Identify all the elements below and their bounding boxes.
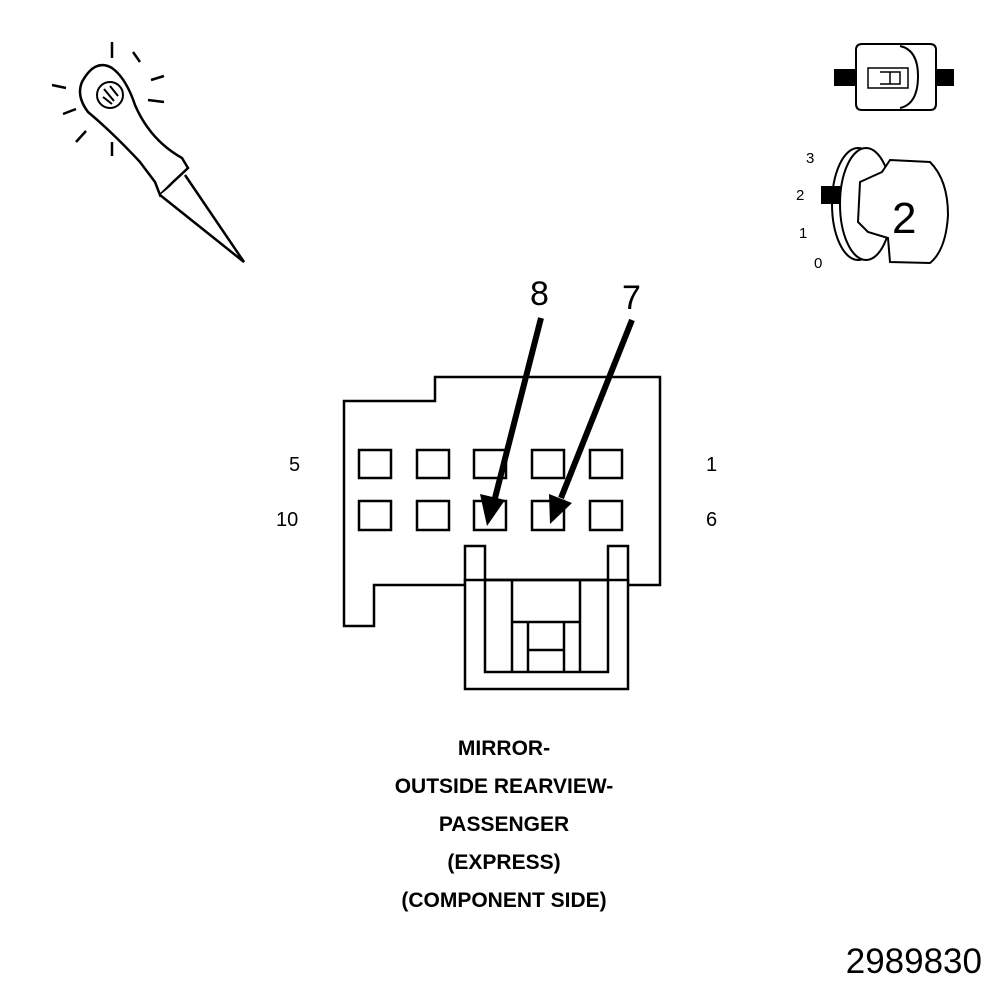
disconnected-connector-icon [834, 43, 954, 111]
pin-label-6: 6 [706, 509, 717, 531]
key-position-3: 3 [806, 150, 814, 167]
ignition-key-icon [821, 147, 950, 265]
pin-cavity-1 [588, 448, 624, 480]
caption-line-2: OUTSIDE REARVIEW- [394, 775, 614, 798]
component-caption: MIRROR- OUTSIDE REARVIEW- PASSENGER (EXP… [0, 730, 1008, 920]
pin-label-10: 10 [276, 509, 298, 531]
connector-latch [463, 578, 630, 691]
pin-cavity-6 [588, 499, 624, 532]
caption-line-5: (COMPONENT SIDE) [401, 889, 607, 912]
document-number: 2989830 [845, 942, 982, 981]
caption-line-4: (EXPRESS) [447, 851, 561, 874]
callout-arrow-7 [549, 318, 635, 524]
callout-label-8: 8 [530, 275, 549, 313]
pin-cavity-5 [357, 448, 393, 480]
caption-line-1: MIRROR- [457, 737, 551, 760]
key-selected-position: 2 [892, 194, 916, 243]
key-position-0: 0 [814, 255, 822, 272]
caption-line-3: PASSENGER [438, 813, 570, 836]
pin-label-5: 5 [289, 454, 300, 476]
pin-label-1: 1 [706, 454, 717, 476]
key-position-1: 1 [799, 225, 807, 242]
pin-cavity-10 [357, 499, 393, 532]
callout-arrow-8 [480, 317, 544, 526]
key-position-2: 2 [796, 187, 804, 204]
pin-cavity-4 [415, 448, 451, 480]
pin-cavity-2 [530, 448, 566, 480]
callout-label-7: 7 [622, 279, 641, 317]
test-probe-icon [51, 42, 246, 263]
pin-cavity-9 [415, 499, 451, 532]
